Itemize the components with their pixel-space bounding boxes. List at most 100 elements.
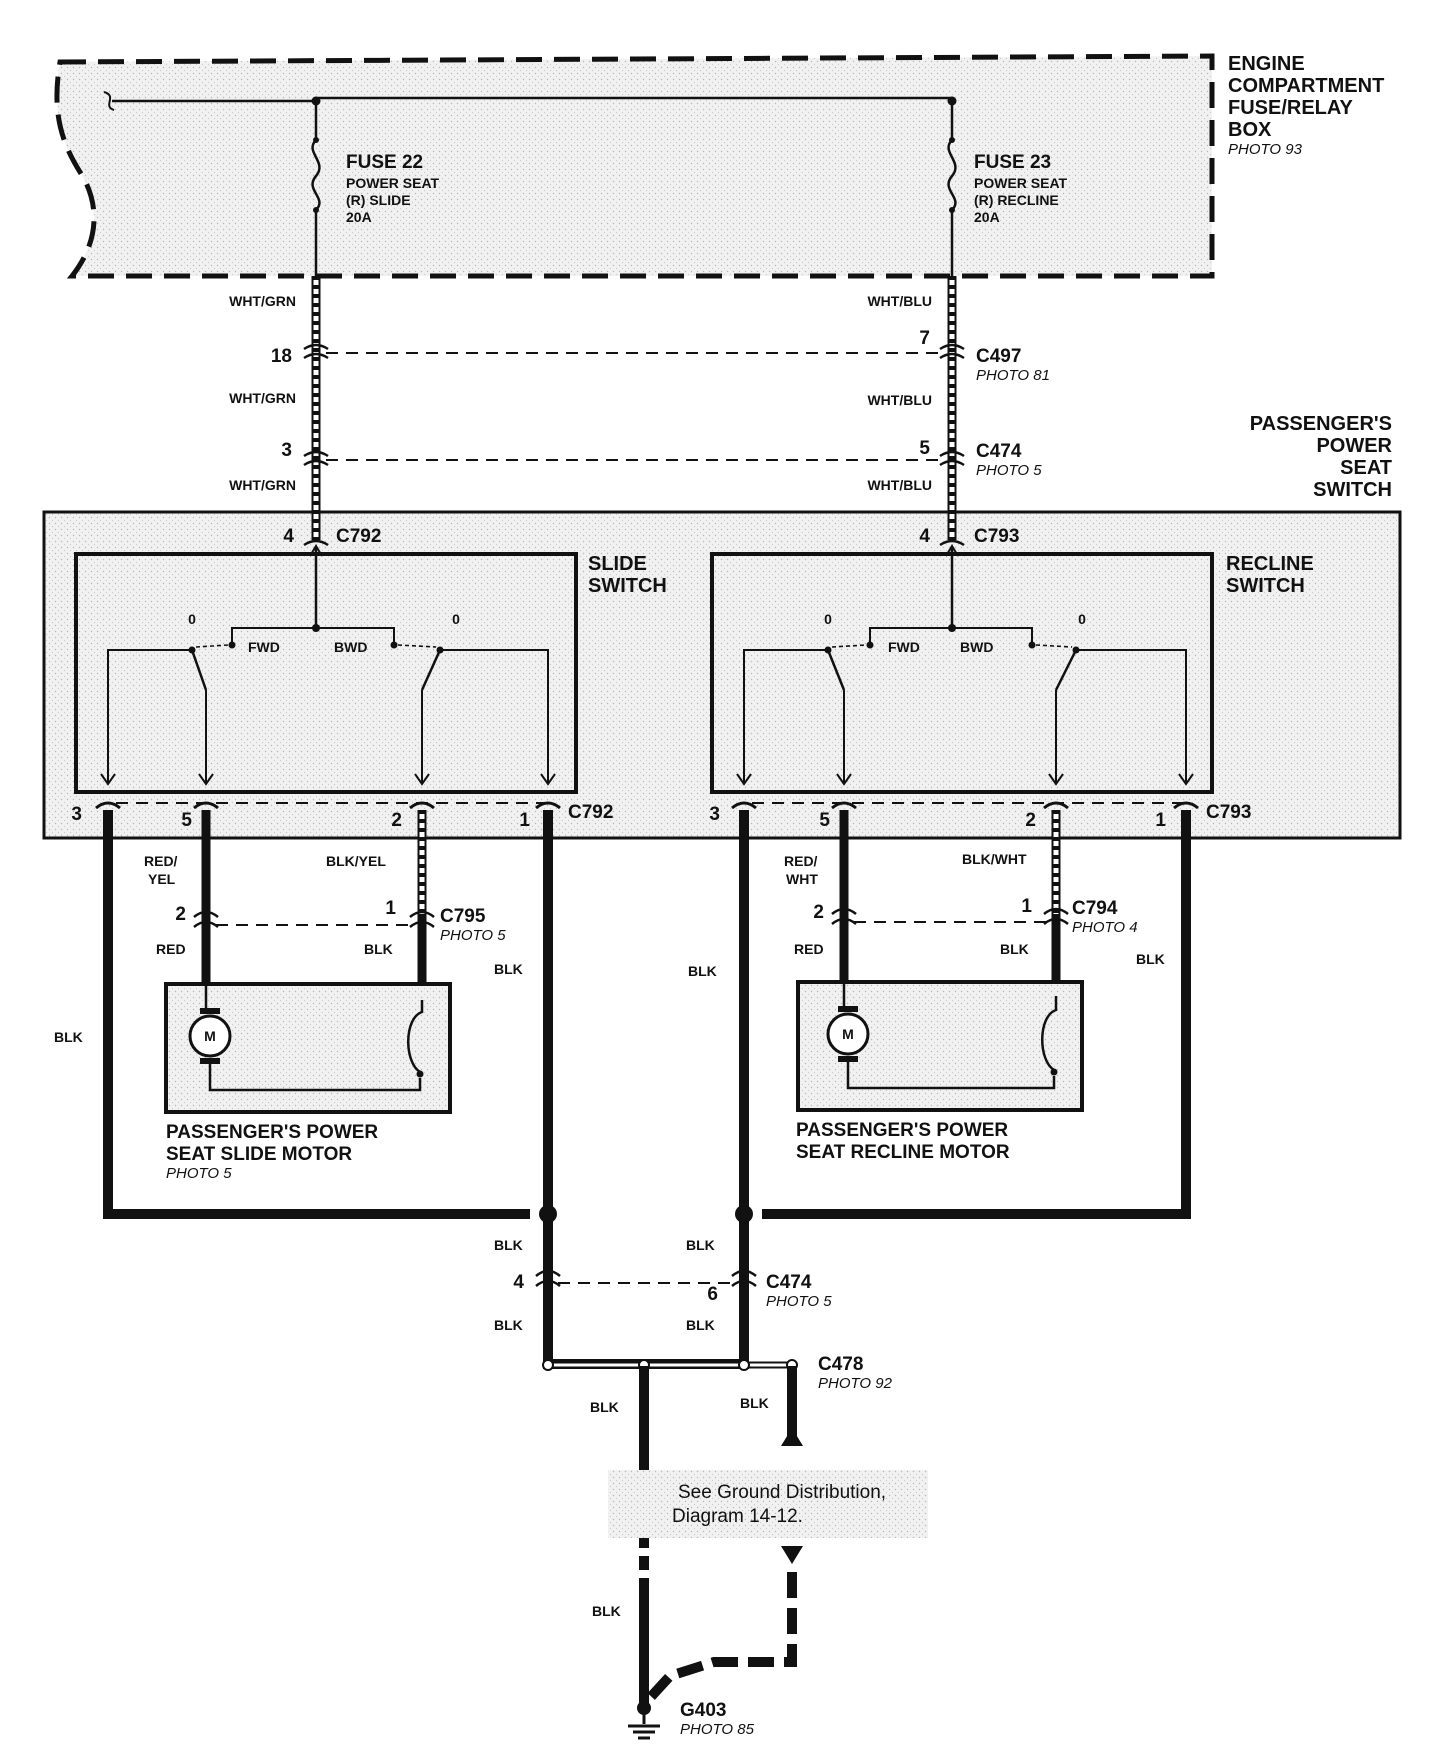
svg-text:C793: C793 [974,526,1019,547]
svg-text:FWD: FWD [248,639,280,655]
svg-text:18: 18 [271,346,292,367]
connector-c792-bottom: 3 5 2 1 C792 [71,801,613,831]
svg-text:5: 5 [819,810,830,831]
svg-text:M: M [842,1026,854,1042]
svg-text:PHOTO 5: PHOTO 5 [440,927,506,944]
switch-assembly-title: PASSENGER'S POWER SEAT SWITCH [1250,413,1393,501]
svg-text:WHT/GRN: WHT/GRN [229,390,296,406]
recline-motor: M PASSENGER'S POWER SEAT RECLINE MOTOR [796,980,1084,1163]
svg-text:2: 2 [813,902,824,923]
fuse-22-desc-3: 20A [346,209,372,225]
slide-motor: M PASSENGER'S POWER SEAT SLIDE MOTOR PHO… [164,982,452,1182]
svg-text:4: 4 [513,1272,524,1293]
svg-text:BLK: BLK [494,1317,523,1333]
svg-text:BLK: BLK [590,1399,619,1415]
feed-wire-wht-blu: WHT/BLU WHT/BLU WHT/BLU [867,276,957,540]
svg-text:4: 4 [283,526,294,547]
svg-text:BLK: BLK [688,963,717,979]
fuse-22-desc-2: (R) SLIDE [346,192,411,208]
svg-text:PHOTO 85: PHOTO 85 [680,1721,755,1738]
svg-text:PASSENGER'S POWER: PASSENGER'S POWER [796,1120,1008,1141]
svg-text:POWER: POWER [1316,435,1392,457]
connector-c497: 18 7 C497 PHOTO 81 [271,328,1050,384]
svg-text:0: 0 [188,611,196,627]
connector-c478: C478 PHOTO 92 [542,1354,893,1392]
svg-text:See Ground Distribution,: See Ground Distribution, [678,1482,886,1503]
svg-text:YEL: YEL [148,871,176,887]
svg-text:BLK: BLK [740,1395,769,1411]
svg-text:5: 5 [919,438,930,459]
ground-wiring-blk [103,810,1191,1354]
motor-icon [826,1012,870,1056]
connector-c474-bottom: 4 6 C474 PHOTO 5 [513,1269,832,1310]
svg-text:BLK: BLK [54,1029,83,1045]
svg-text:M: M [204,1028,216,1044]
svg-text:PHOTO 92: PHOTO 92 [818,1375,893,1392]
svg-text:BOX: BOX [1228,119,1272,141]
svg-text:COMPARTMENT: COMPARTMENT [1228,75,1384,97]
svg-text:BLK/WHT: BLK/WHT [962,851,1027,867]
fuse-22: FUSE 22 POWER SEAT (R) SLIDE 20A [311,137,440,276]
connector-c794: 2 1 C794 PHOTO 4 [813,896,1137,936]
svg-text:BLK: BLK [494,961,523,977]
svg-text:2: 2 [1025,810,1036,831]
fuse-relay-box [54,53,1215,279]
svg-text:C474: C474 [766,1272,812,1293]
connector-c793-top: 4 C793 [919,526,1019,626]
svg-text:SLIDE: SLIDE [588,553,647,575]
svg-text:4: 4 [919,526,930,547]
svg-text:1: 1 [519,810,530,831]
svg-text:C794: C794 [1072,898,1118,919]
svg-text:BWD: BWD [960,639,993,655]
svg-text:SWITCH: SWITCH [1313,479,1392,501]
svg-text:C497: C497 [976,346,1021,367]
fuse-23: FUSE 23 POWER SEAT (R) RECLINE 20A [947,137,1068,276]
fuse-23-name: FUSE 23 [974,152,1051,173]
connector-c792-top: 4 C792 [283,526,381,626]
svg-text:3: 3 [281,440,292,461]
svg-text:PASSENGER'S POWER: PASSENGER'S POWER [166,1122,378,1143]
svg-text:7: 7 [919,328,930,349]
svg-text:BLK: BLK [364,941,393,957]
svg-text:C478: C478 [818,1354,863,1375]
fuse-23-desc-2: (R) RECLINE [974,192,1059,208]
svg-text:PASSENGER'S: PASSENGER'S [1250,413,1392,435]
svg-text:6: 6 [707,1284,718,1305]
svg-text:ENGINE: ENGINE [1228,53,1305,75]
svg-text:PHOTO 5: PHOTO 5 [766,1293,832,1310]
svg-text:BWD: BWD [334,639,367,655]
svg-text:RED/: RED/ [144,853,178,869]
ground-g403: G403 PHOTO 85 [628,1700,755,1740]
fuse-box-title: ENGINE COMPARTMENT FUSE/RELAY BOX PHOTO … [1228,53,1384,158]
svg-text:PHOTO 81: PHOTO 81 [976,367,1050,384]
svg-text:SWITCH: SWITCH [588,575,667,597]
svg-text:FWD: FWD [888,639,920,655]
connector-c793-bottom: 3 5 2 1 C793 [709,801,1251,831]
svg-text:C792: C792 [336,526,381,547]
svg-text:SWITCH: SWITCH [1226,575,1305,597]
svg-text:BLK: BLK [686,1237,715,1253]
svg-text:C793: C793 [1206,802,1251,823]
svg-text:RED/: RED/ [784,853,818,869]
svg-text:RED: RED [794,941,824,957]
fuse-22-desc-1: POWER SEAT [346,175,440,191]
svg-text:WHT/GRN: WHT/GRN [229,293,296,309]
connector-c795: 2 1 C795 PHOTO 5 [175,898,506,944]
svg-text:BLK: BLK [592,1603,621,1619]
svg-text:WHT/BLU: WHT/BLU [867,477,932,493]
svg-text:5: 5 [181,810,192,831]
recline-switch: RECLINE SWITCH 0 0 FWD BWD [736,553,1314,786]
svg-text:PHOTO 5: PHOTO 5 [166,1165,232,1182]
fuse-22-name: FUSE 22 [346,152,423,173]
svg-text:0: 0 [452,611,460,627]
svg-text:1: 1 [1021,896,1032,917]
svg-text:C474: C474 [976,441,1022,462]
svg-text:0: 0 [824,611,832,627]
svg-text:BLK/YEL: BLK/YEL [326,853,386,869]
power-seat-switch-housing [42,510,1402,840]
svg-text:PHOTO 4: PHOTO 4 [1072,919,1138,936]
ground-icon [628,1724,660,1740]
svg-text:WHT/BLU: WHT/BLU [867,293,932,309]
svg-text:FUSE/RELAY: FUSE/RELAY [1228,97,1354,119]
